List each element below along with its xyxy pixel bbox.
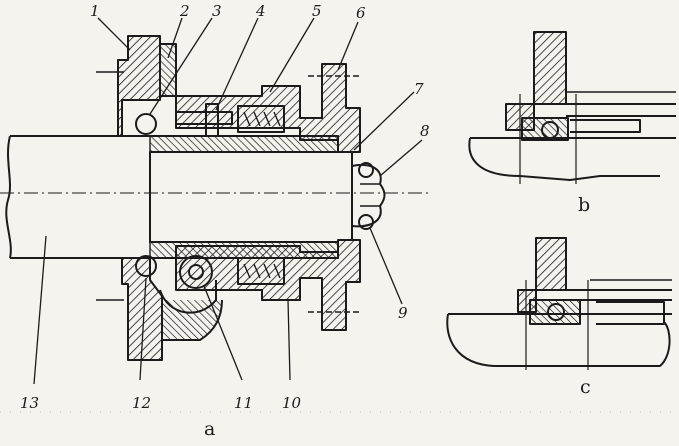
cover-plate-2 <box>159 43 177 97</box>
housing-flange-1-lower <box>121 257 163 361</box>
leader-lines-view-a <box>33 17 423 385</box>
label-part-7: 7 <box>414 80 424 98</box>
gear-11 <box>179 255 213 289</box>
end-face-7 <box>338 151 353 241</box>
label-view-b: b <box>578 194 591 216</box>
hub-inner <box>122 135 339 259</box>
view-a-main-assembly <box>0 35 430 361</box>
label-part-4: 4 <box>256 2 266 20</box>
bearing-ball-lower <box>135 255 157 277</box>
view-b-shaft <box>468 137 676 181</box>
label-part-12: 12 <box>132 394 152 412</box>
bearing-ball-upper <box>135 113 157 135</box>
pin-4 <box>175 103 233 137</box>
shaft-13 <box>5 135 122 259</box>
view-b-detail <box>468 31 676 184</box>
label-part-9: 9 <box>398 304 408 322</box>
label-part-8: 8 <box>420 122 430 140</box>
label-part-3: 3 <box>212 2 222 20</box>
label-view-a: a <box>204 418 216 440</box>
view-b-housing <box>505 31 567 131</box>
label-part-2: 2 <box>180 2 190 20</box>
label-part-6: 6 <box>356 4 366 22</box>
seal-10-lower <box>237 257 285 285</box>
label-part-13: 13 <box>20 394 40 412</box>
label-part-11: 11 <box>234 394 254 412</box>
housing-flange-1-upper <box>117 35 161 137</box>
seal-5-upper <box>237 105 285 133</box>
label-part-1: 1 <box>90 2 100 20</box>
label-part-5: 5 <box>312 2 322 20</box>
label-view-c: c <box>580 376 591 398</box>
label-part-10: 10 <box>282 394 302 412</box>
nut-8 <box>351 164 386 228</box>
view-c-detail <box>446 237 672 370</box>
